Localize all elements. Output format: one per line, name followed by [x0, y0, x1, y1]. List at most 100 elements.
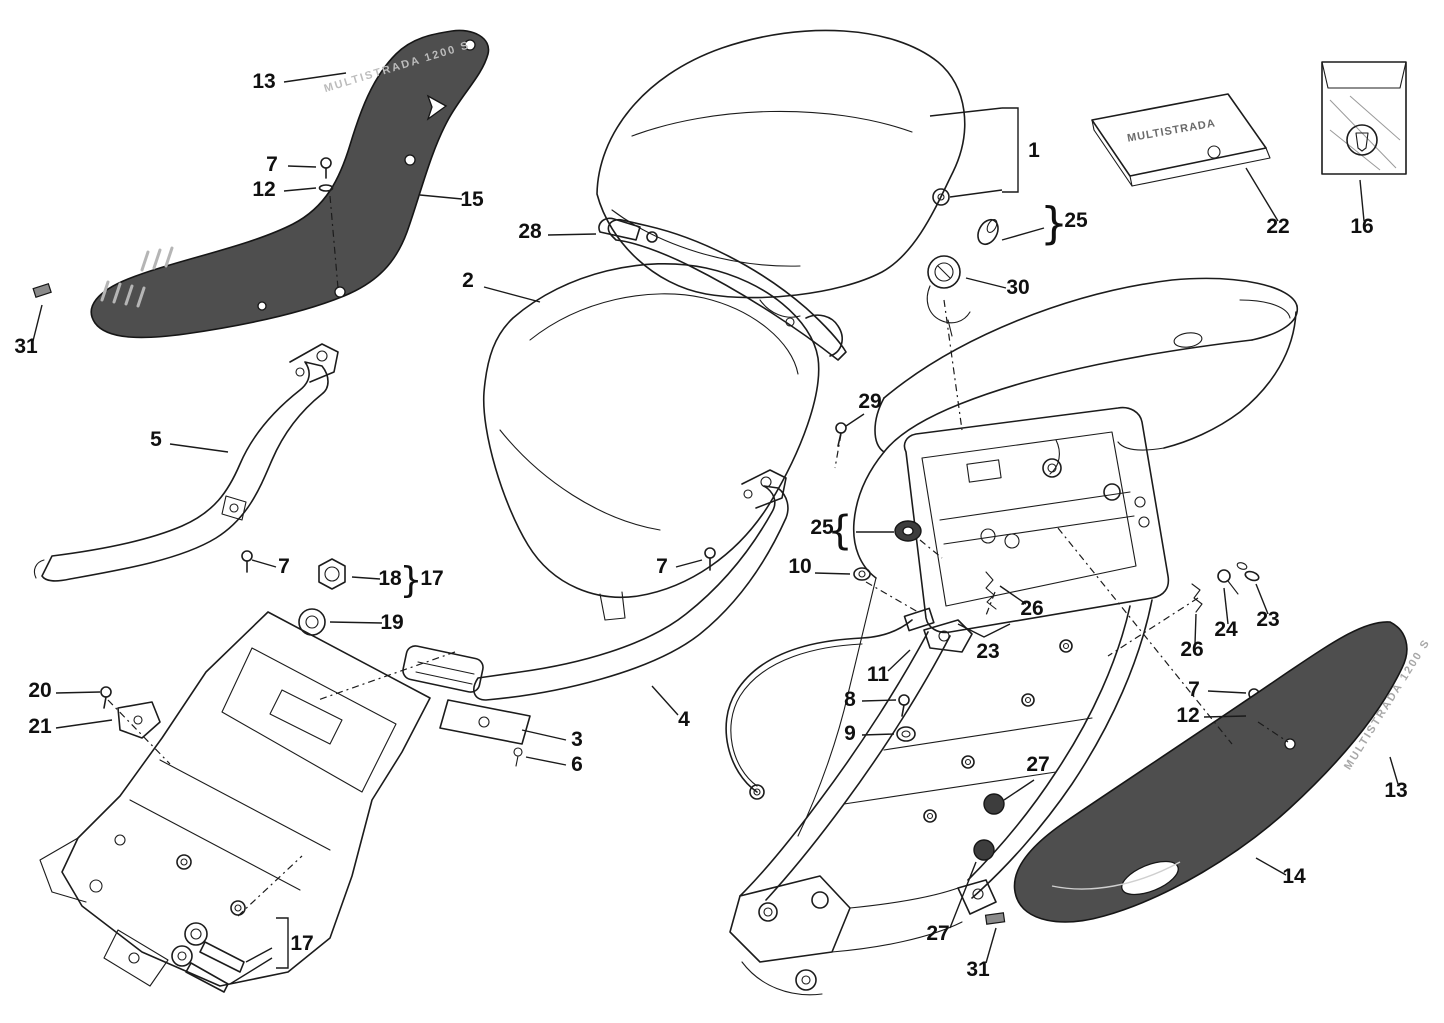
callout-6: 6 — [571, 753, 583, 776]
adhesive-pad-31-left — [32, 282, 52, 298]
leader-line-26 — [1194, 613, 1197, 645]
callout-bracket-1 — [929, 107, 1019, 198]
fastener-7-left-mid — [241, 550, 253, 573]
callout-16: 16 — [1350, 215, 1373, 238]
callout-15: 15 — [460, 188, 484, 211]
callout-13: 13 — [252, 70, 275, 93]
seat — [596, 29, 966, 318]
callout-29: 29 — [858, 390, 881, 413]
leader-line-16 — [1359, 179, 1365, 222]
brace-glyph: } — [400, 560, 423, 601]
manual-title: MULTISTRADA — [1126, 117, 1216, 144]
leader-line-21 — [55, 719, 113, 729]
seat-hinge-strip — [598, 217, 847, 361]
fastener-group-right — [1191, 562, 1260, 613]
leader-line-26 — [999, 585, 1027, 605]
battery-tray — [39, 611, 431, 987]
fastener-7-center — [704, 547, 716, 571]
owners-manual: MULTISTRADA — [1091, 93, 1271, 187]
callout-27: 27 — [926, 922, 949, 945]
callout-5: 5 — [150, 428, 162, 451]
callout-17: 17 — [290, 932, 313, 955]
leader-line-31 — [985, 927, 997, 964]
leader-line-24 — [1223, 587, 1229, 625]
leader-line-23 — [1255, 583, 1269, 615]
leader-line-10 — [814, 572, 851, 575]
callout-26: 26 — [1180, 638, 1203, 661]
leader-line-7 — [287, 165, 317, 168]
callout-24: 24 — [1214, 618, 1238, 641]
leader-line-27 — [949, 861, 977, 929]
seat-rail-left — [33, 343, 339, 582]
callout-9: 9 — [844, 722, 856, 745]
fastener-7-12-top-left — [318, 157, 334, 192]
callout-17: 17 — [420, 567, 443, 590]
leader-line-13 — [1389, 756, 1399, 785]
callout-4: 4 — [678, 708, 690, 731]
callout-31: 31 — [966, 958, 990, 981]
leader-line-8 — [861, 699, 897, 702]
leader-line-4 — [651, 685, 679, 716]
callout-13: 13 — [1384, 779, 1407, 802]
brace-glyph: } — [1040, 198, 1068, 249]
leader-line-22 — [1245, 167, 1279, 222]
callout-7: 7 — [656, 555, 668, 578]
leader-line-9 — [861, 733, 895, 736]
callout-20: 20 — [28, 679, 51, 702]
latch-and-cable — [725, 520, 1011, 800]
callout-27: 27 — [1026, 753, 1049, 776]
side-panel-right — [1013, 621, 1408, 923]
seat-rail-center — [473, 469, 789, 701]
callout-12: 12 — [252, 178, 275, 201]
rear-frame — [729, 277, 1298, 996]
callout-12: 12 — [1176, 704, 1199, 727]
callout-26: 26 — [1020, 597, 1043, 620]
callout-8: 8 — [844, 688, 856, 711]
seat-lock — [926, 218, 1045, 337]
callout-7: 7 — [266, 153, 278, 176]
callout-2: 2 — [462, 269, 474, 292]
rubber-caps — [973, 793, 1006, 925]
callout-18: 18 — [378, 567, 402, 590]
leader-line-15 — [419, 194, 463, 200]
panel-arrow-mark — [426, 94, 448, 121]
callout-7: 7 — [278, 555, 290, 578]
leader-line-7 — [251, 559, 277, 568]
leader-line-28 — [547, 233, 597, 236]
leader-line-2 — [483, 286, 541, 303]
callout-14: 14 — [1282, 865, 1306, 888]
callout-22: 22 — [1266, 215, 1289, 238]
callout-28: 28 — [518, 220, 542, 243]
leader-line-12 — [283, 187, 317, 192]
leader-line-7 — [675, 559, 703, 568]
callout-31: 31 — [14, 335, 38, 358]
construction-lines — [107, 195, 1289, 917]
callout-21: 21 — [28, 715, 52, 738]
document-pouch — [1321, 61, 1407, 175]
callout-25: 25 — [1064, 209, 1088, 232]
callout-23: 23 — [976, 640, 999, 663]
nut-18-grommet-19 — [298, 558, 346, 636]
leader-line-19 — [329, 621, 383, 624]
leader-line-29 — [845, 413, 865, 427]
leader-line-7 — [1207, 690, 1247, 694]
leader-line-12 — [1203, 715, 1247, 718]
callout-23: 23 — [1256, 608, 1279, 631]
leader-line-27 — [1003, 779, 1035, 801]
callout-30: 30 — [1006, 276, 1029, 299]
leader-line-18 — [351, 576, 381, 580]
leader-line-14 — [1255, 857, 1287, 876]
leader-line-31 — [32, 304, 43, 342]
callout-3: 3 — [571, 728, 583, 751]
panel-grip-hatch — [100, 246, 174, 308]
seat-base — [482, 262, 820, 621]
callout-10: 10 — [788, 555, 811, 578]
callout-19: 19 — [380, 611, 403, 634]
keys — [171, 917, 289, 993]
leader-line-6 — [525, 756, 567, 766]
fastener-20-plate-21 — [100, 686, 161, 739]
rubber-bumper-assembly — [402, 645, 531, 767]
